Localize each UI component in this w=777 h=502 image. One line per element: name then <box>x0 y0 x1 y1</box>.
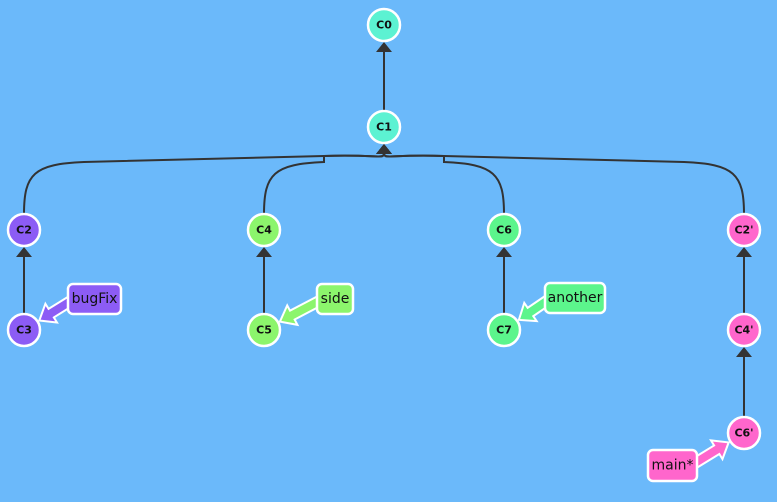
arrowhead-icon <box>736 247 752 257</box>
commit-id: C5 <box>256 324 272 337</box>
commit-C2-prime[interactable]: C2' <box>726 212 762 248</box>
commit-C3[interactable]: C3 <box>6 312 42 348</box>
commit-id: C7 <box>496 324 512 337</box>
commit-C7[interactable]: C7 <box>486 312 522 348</box>
commit-node[interactable] <box>246 212 282 248</box>
branch-bugFix[interactable]: bugFix <box>37 282 123 324</box>
branch-side[interactable]: side <box>278 282 355 327</box>
commit-node[interactable] <box>726 212 762 248</box>
commit-id: C4' <box>734 324 753 337</box>
commit-node[interactable] <box>366 7 402 43</box>
branch-label-box[interactable] <box>66 282 123 316</box>
branch-label-box[interactable] <box>646 448 699 483</box>
edges <box>16 42 752 417</box>
commit-id: C6' <box>734 427 753 440</box>
commit-node[interactable] <box>6 312 42 348</box>
arrowhead-icon <box>376 144 392 154</box>
commit-C4-prime[interactable]: C4' <box>726 312 762 348</box>
commit-C2[interactable]: C2 <box>6 212 42 248</box>
branch-another[interactable]: another <box>517 281 607 323</box>
branch-label-box[interactable] <box>543 281 607 315</box>
edge-C2'-to-C1 <box>383 150 745 215</box>
branch-name: bugFix <box>72 291 118 307</box>
edge-C6-to-C1 <box>383 150 505 215</box>
arrowhead-icon <box>736 347 752 357</box>
commit-id: C4 <box>256 224 272 237</box>
commit-C0[interactable]: C0 <box>366 7 402 43</box>
arrowhead-icon <box>16 247 32 257</box>
commit-id: C2 <box>16 224 32 237</box>
commit-node[interactable] <box>366 109 402 145</box>
arrowhead-icon <box>256 247 272 257</box>
branch-name: side <box>321 291 350 307</box>
commit-id: C3 <box>16 324 32 337</box>
commit-C6[interactable]: C6 <box>486 212 522 248</box>
commit-C5[interactable]: C5 <box>246 312 282 348</box>
commit-C4[interactable]: C4 <box>246 212 282 248</box>
commit-id: C1 <box>376 121 392 134</box>
commit-id: C0 <box>376 19 392 32</box>
commit-C6-prime[interactable]: C6' <box>726 415 762 451</box>
branch-main[interactable]: main* <box>646 439 731 483</box>
branch-name: main* <box>652 458 694 474</box>
branch-name: another <box>548 290 603 306</box>
commit-node[interactable] <box>486 212 522 248</box>
commit-node[interactable] <box>486 312 522 348</box>
commit-node[interactable] <box>6 212 42 248</box>
arrowhead-icon <box>496 247 512 257</box>
commit-node[interactable] <box>246 312 282 348</box>
commit-C1[interactable]: C1 <box>366 109 402 145</box>
branch-labels: bugFix side another main* <box>37 281 731 483</box>
arrowhead-icon <box>376 42 392 52</box>
branch-label-box[interactable] <box>315 282 355 316</box>
edge-C2-to-C1 <box>23 150 385 215</box>
commit-id: C2' <box>734 224 753 237</box>
commit-node[interactable] <box>726 312 762 348</box>
edge-C4-to-C1 <box>263 150 385 215</box>
commit-id: C6 <box>496 224 512 237</box>
commit-node[interactable] <box>726 415 762 451</box>
